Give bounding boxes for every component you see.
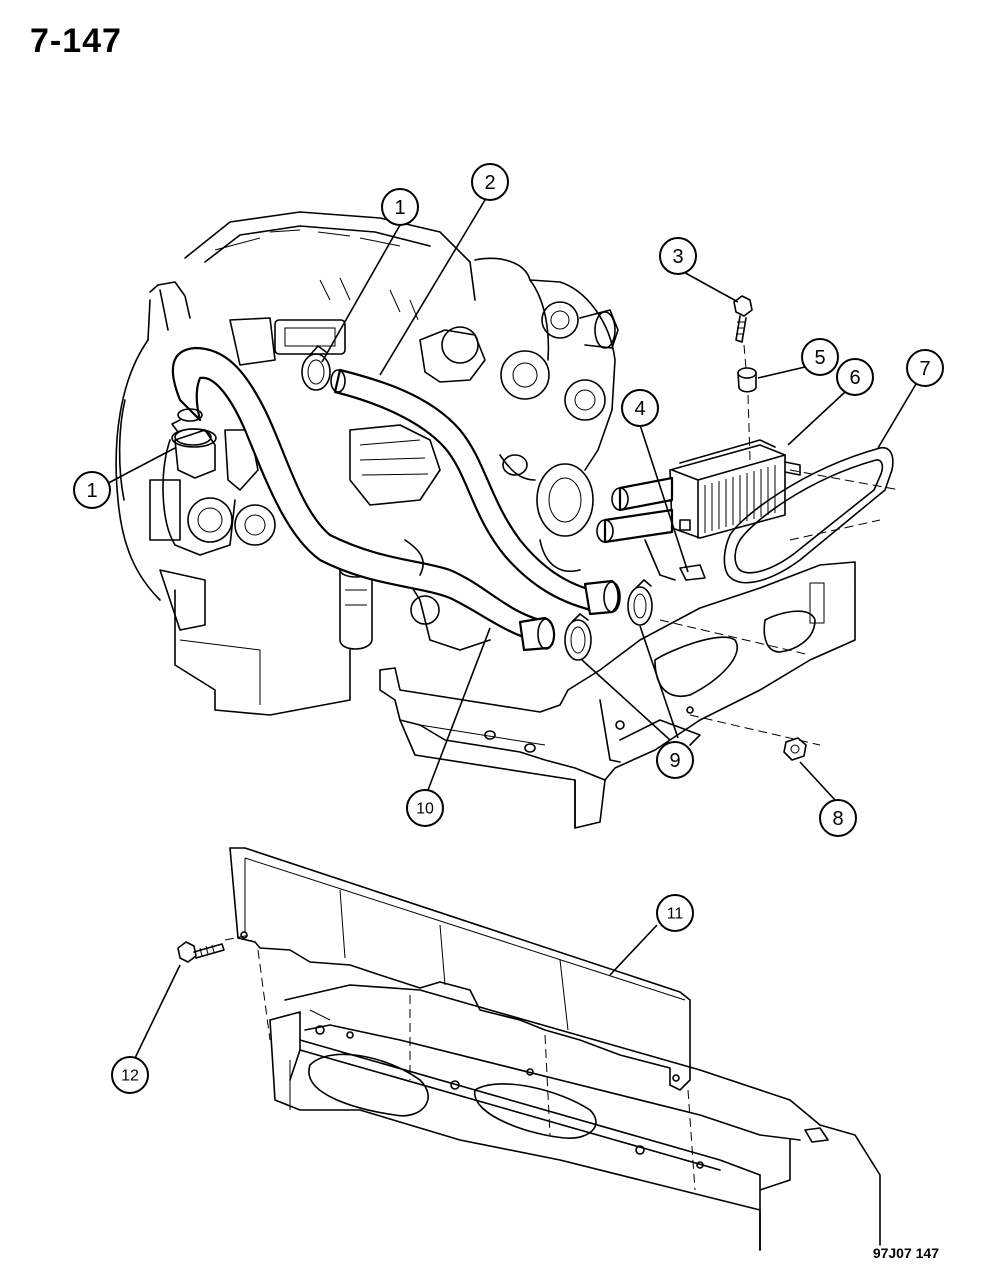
callout-6: 6: [836, 358, 874, 396]
cooler-core-assembly: [596, 439, 801, 581]
bolt-12: [177, 941, 225, 963]
callout-3: 3: [659, 237, 697, 275]
frame-crossmember-lower: [269, 984, 881, 1251]
callout-number: 1: [394, 197, 405, 219]
callout-number: 3: [672, 246, 683, 268]
callout-5: 5: [801, 338, 839, 376]
callout-number: 10: [416, 801, 434, 818]
heater-hose-2: [330, 368, 621, 616]
hose-clamp-upper: [301, 345, 331, 391]
hose-clamp-lower-b: [627, 579, 653, 626]
callout-7: 7: [906, 349, 944, 387]
hose-clamp-thermostat: [171, 419, 217, 448]
callout-number: 7: [919, 358, 930, 380]
callout-number: 1: [86, 480, 97, 502]
callout-12: 12: [111, 1056, 149, 1094]
hose-clamp-lower-a: [564, 613, 592, 661]
callout-number: 11: [667, 906, 684, 923]
callout-9: 9: [656, 741, 694, 779]
grommet-5: [737, 367, 757, 393]
callout-number: 9: [669, 750, 680, 772]
callout-4: 4: [621, 389, 659, 427]
callout-11: 11: [656, 894, 694, 932]
callout-1-left: 1: [73, 471, 111, 509]
callout-1-upper: 1: [381, 188, 419, 226]
shield-panel-11: [229, 847, 691, 1091]
heater-hose-10: [171, 346, 556, 652]
callout-number: 4: [634, 398, 645, 420]
seal-7: [723, 446, 894, 584]
callout-number: 8: [832, 808, 843, 830]
callout-leaders: [94, 199, 917, 1059]
callout-number: 5: [814, 347, 825, 369]
drawing-code: 97J07 147: [872, 1245, 939, 1261]
callout-number: 2: [484, 172, 495, 194]
hose-clamp-small: [679, 564, 706, 581]
callout-number: 6: [849, 367, 860, 389]
callout-number: 12: [121, 1068, 139, 1085]
callout-2: 2: [471, 163, 509, 201]
page-number: 7-147: [30, 22, 122, 60]
callout-8: 8: [819, 799, 857, 837]
callout-10: 10: [406, 789, 444, 827]
frame-crossmember-upper: [379, 561, 856, 829]
bolt-3: [733, 295, 753, 343]
engine-block-illustration: [115, 211, 619, 716]
nut-8: [783, 737, 807, 761]
